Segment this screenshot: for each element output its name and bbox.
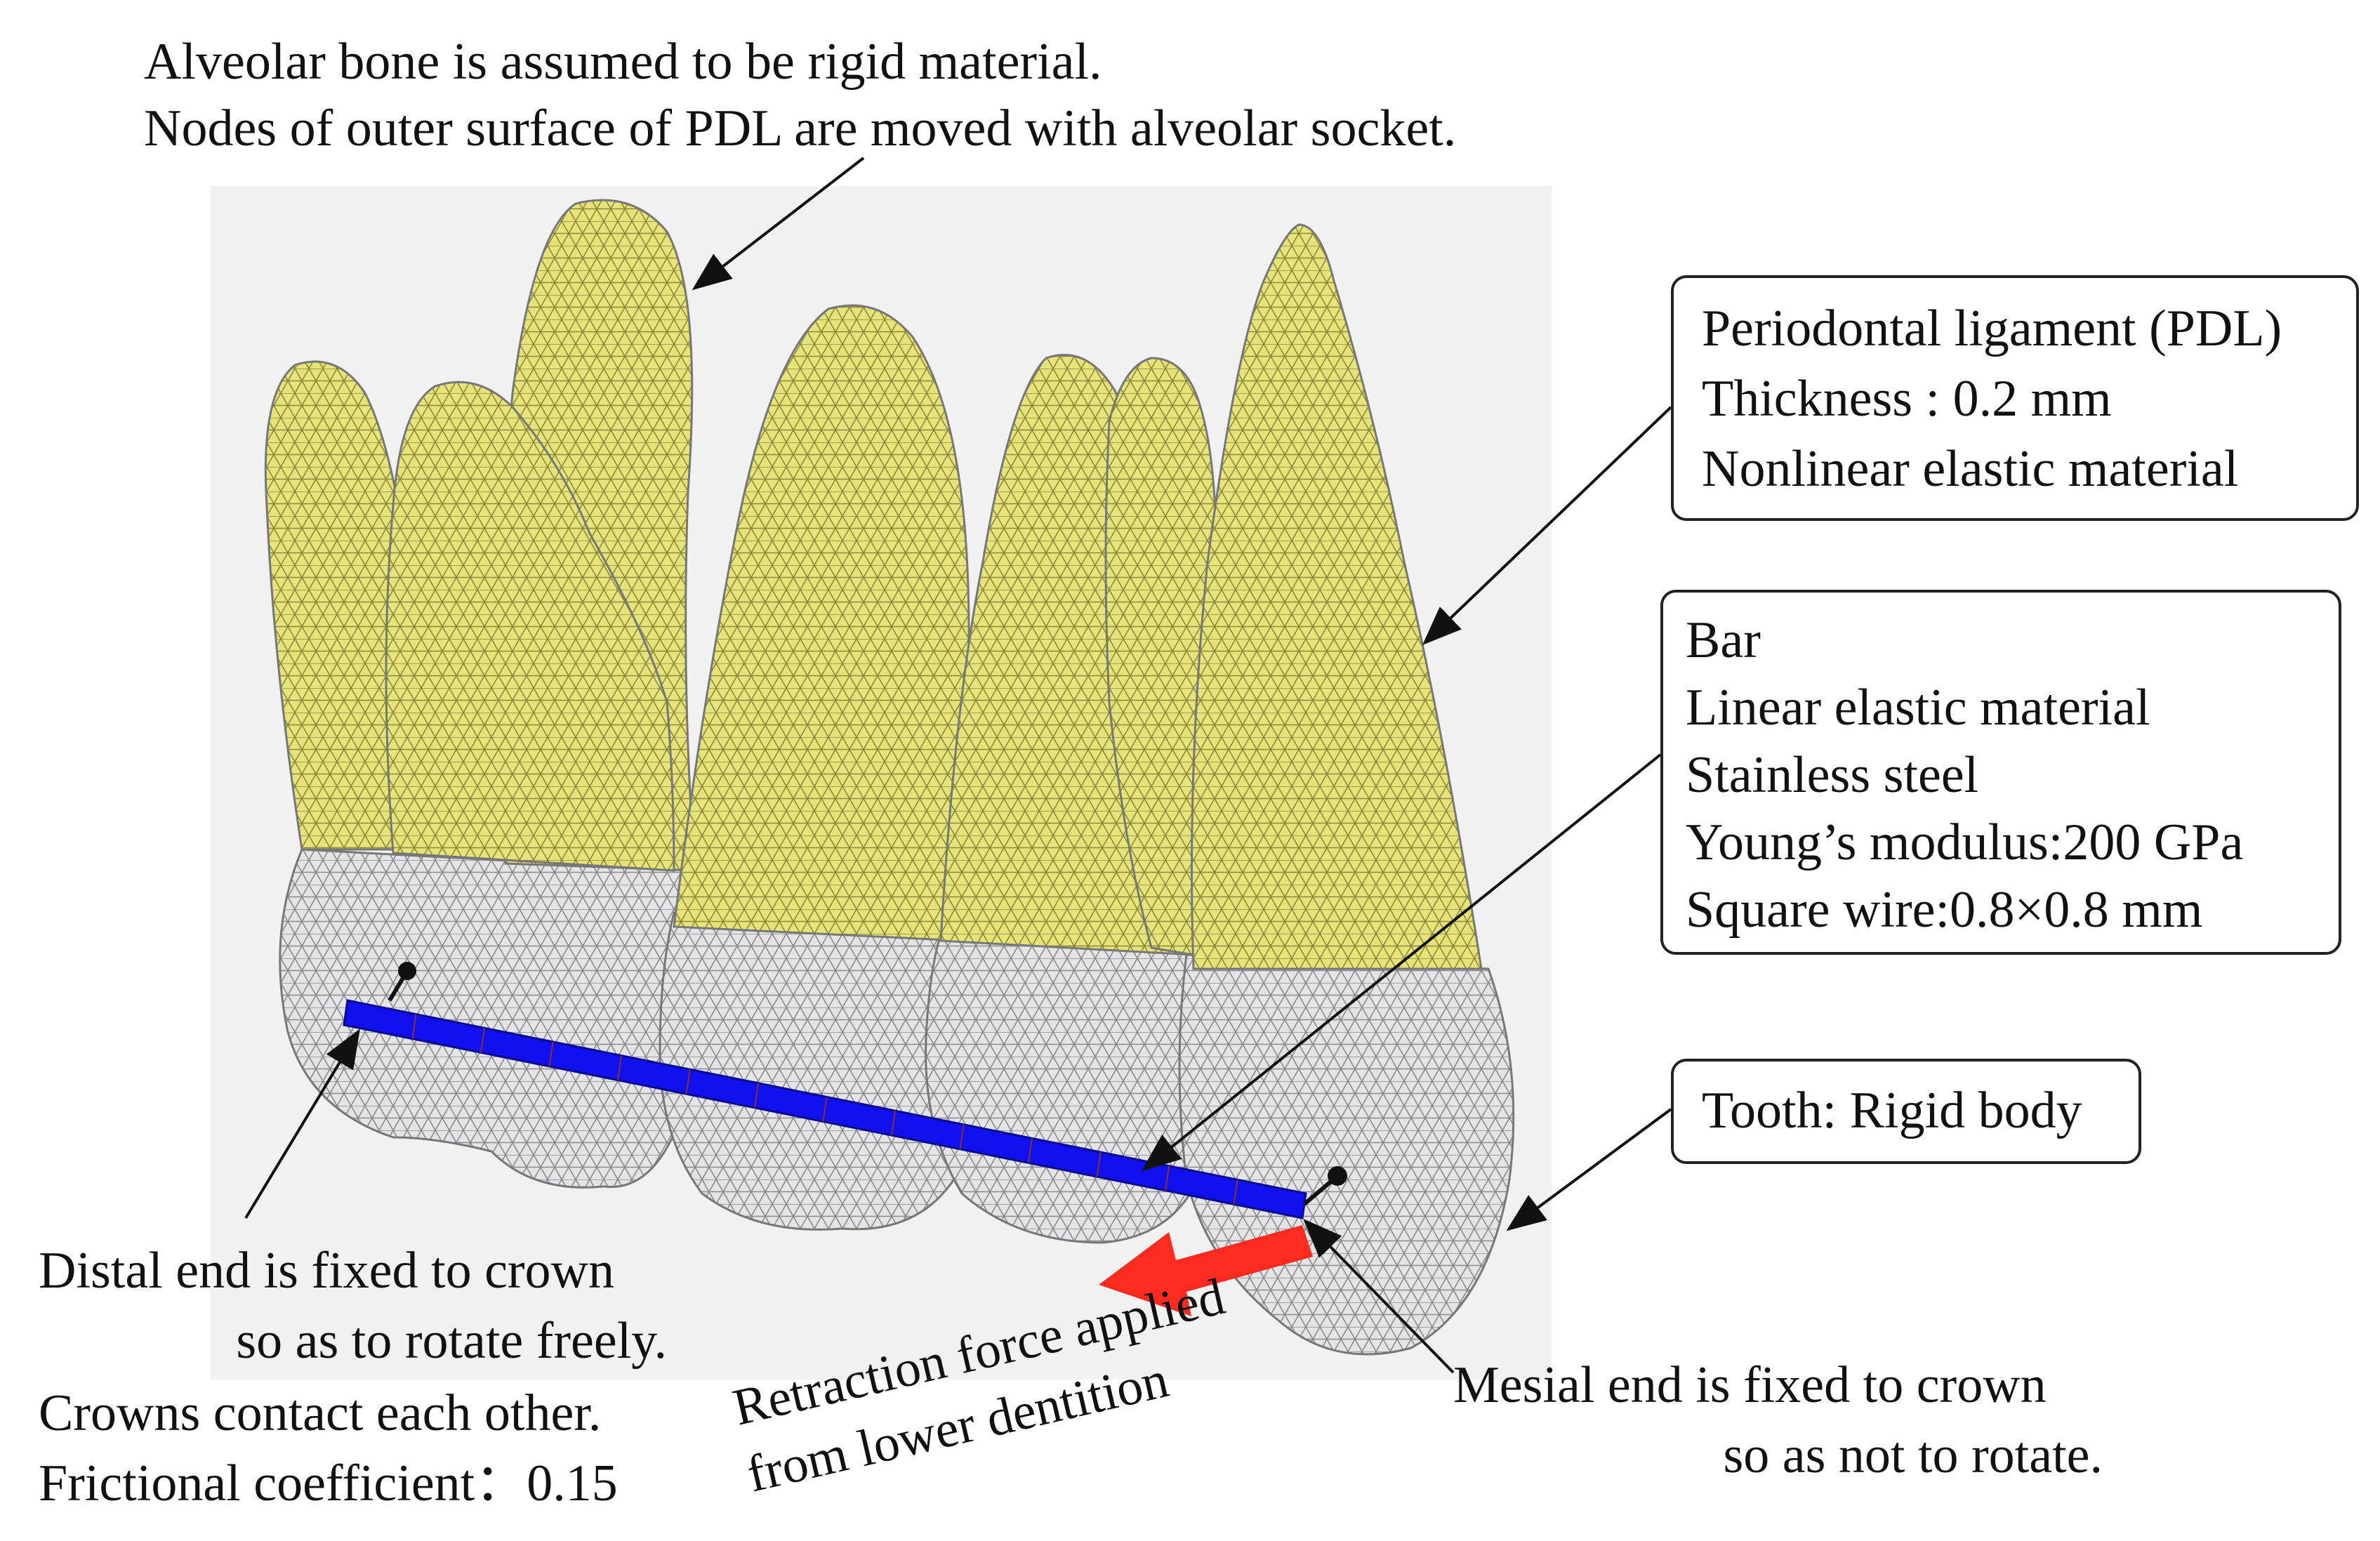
bar-segment-line: [959, 1124, 965, 1149]
distal-pin-head: [398, 962, 416, 980]
bar-segment-line: [754, 1083, 759, 1108]
bar-wire: [343, 999, 1307, 1219]
root-canine: [1191, 223, 1483, 970]
crown-contact-note: Crowns contact each other.: [39, 1384, 602, 1442]
bar-segment-line: [822, 1097, 828, 1122]
friction-note: Frictional coefficient：0.15: [39, 1455, 618, 1512]
bar-segment-line: [548, 1041, 554, 1067]
bar-segment-line: [1096, 1151, 1102, 1177]
leader-tooth: [1506, 1108, 1672, 1231]
pdl-info-box: Periodontal ligament (PDL) Thickness : 0…: [1671, 275, 2359, 521]
tooth-info-box: Tooth: Rigid body: [1671, 1059, 2141, 1164]
bar-segment-line: [891, 1111, 896, 1136]
alveolar-note-line1: Alveolar bone is assumed to be rigid mat…: [144, 33, 1102, 91]
bar-segment-line: [617, 1055, 622, 1080]
leader-bar: [1141, 753, 1662, 1172]
leader-arrows: [244, 157, 1672, 1374]
pdl-title: Periodontal ligament (PDL): [1702, 300, 2282, 357]
root-first-premolar-lingual: [1104, 357, 1217, 956]
tooth-rigid-body: Tooth: Rigid body: [1702, 1082, 2082, 1139]
root-molar-distobuccal: [264, 360, 423, 851]
bar-steel: Stainless steel: [1686, 746, 1979, 804]
bar-title: Bar: [1686, 611, 1761, 669]
crown-first-premolar: [925, 932, 1214, 1244]
bar-wire-size: Square wire:0.8×0.8 mm: [1686, 881, 2203, 939]
leader-pdl: [1422, 406, 1672, 645]
leader-mesial: [1303, 1218, 1455, 1374]
bar-segment-line: [1028, 1138, 1033, 1163]
bar-info-box: Bar Linear elastic material Stainless st…: [1660, 590, 2341, 955]
mesial-note-line2: so as not to rotate.: [1723, 1427, 2103, 1484]
leader-alveolar: [692, 157, 865, 291]
bar-segment-lines: [411, 1014, 1238, 1205]
bar-material: Linear elastic material: [1686, 679, 2150, 736]
distal-note-line2: so as to rotate freely.: [236, 1312, 667, 1370]
mesial-note-line1: Mesial end is fixed to crown: [1453, 1356, 2047, 1414]
bar-end-pins: [388, 962, 1347, 1206]
pdl-material: Nonlinear elastic material: [1702, 440, 2239, 498]
bar-modulus: Young’s modulus:200 GPa: [1686, 814, 2244, 871]
bar-segment-line: [1233, 1179, 1238, 1205]
mesial-pin-head: [1328, 1166, 1347, 1186]
root-molar-mesiobuccal: [385, 381, 675, 872]
distal-note-line1: Distal end is fixed to crown: [39, 1242, 614, 1299]
bar-segment-line: [411, 1014, 417, 1039]
roots-pdl: [264, 199, 1483, 970]
leader-distal: [244, 1029, 360, 1219]
bar-segment-line: [685, 1069, 691, 1094]
bar-segment-line: [480, 1028, 485, 1053]
retraction-force-arrow: [1099, 1225, 1313, 1316]
pdl-thickness: Thickness : 0.2 mm: [1702, 370, 2112, 428]
alveolar-note-line2: Nodes of outer surface of PDL are moved …: [144, 100, 1457, 157]
